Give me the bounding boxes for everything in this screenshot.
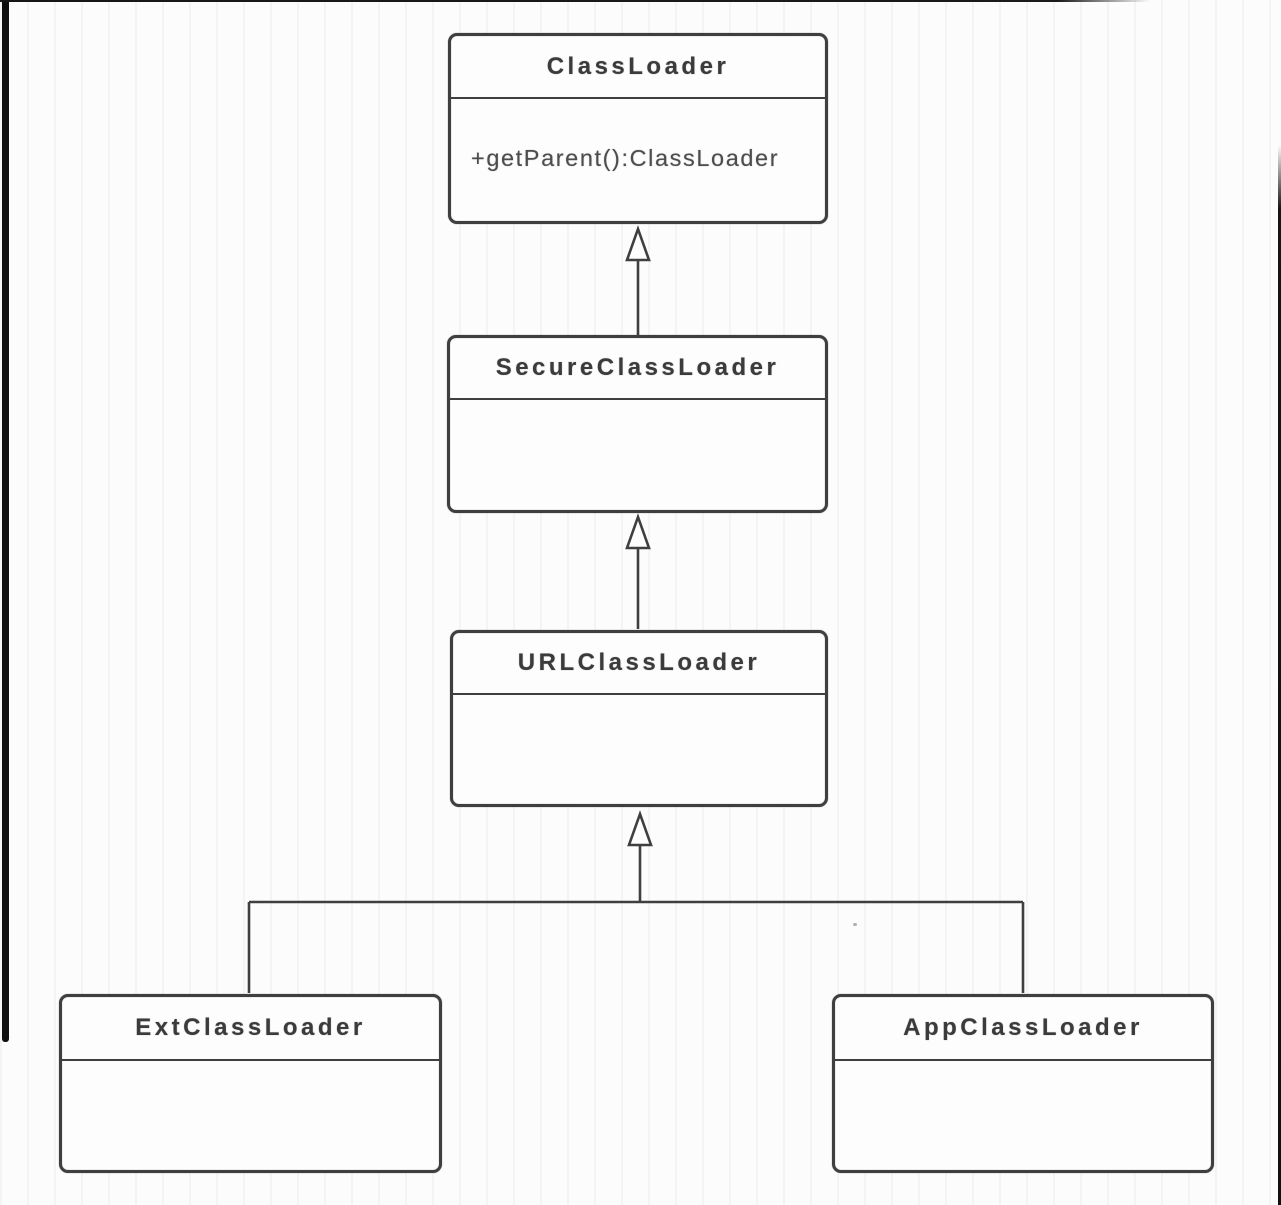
generalization-arrowhead-secure-to-classloader [625, 225, 651, 262]
class-box-classloader: ClassLoader +getParent():ClassLoader [448, 33, 828, 224]
generalization-arrowhead-url-to-secure [625, 513, 651, 550]
scan-edge-top-line [0, 0, 1150, 2]
generalization-arrowhead-branch-to-url [627, 810, 653, 847]
class-member-getparent: +getParent():ClassLoader [471, 145, 780, 171]
class-name-classloader: ClassLoader [546, 52, 730, 80]
scan-speck [853, 923, 857, 926]
class-header-secureclassloader: SecureClassLoader [450, 338, 825, 400]
class-name-appclassloader: AppClassLoader [903, 1014, 1143, 1041]
class-box-urlclassloader: URLClassLoader [450, 630, 828, 807]
class-box-extclassloader: ExtClassLoader [59, 994, 442, 1173]
class-box-appclassloader: AppClassLoader [832, 994, 1214, 1173]
class-name-extclassloader: ExtClassLoader [135, 1014, 366, 1041]
scan-edge-left-strip [2, 0, 9, 1042]
class-header-extclassloader: ExtClassLoader [62, 997, 439, 1061]
class-name-urlclassloader: URLClassLoader [517, 649, 761, 676]
class-header-classloader: ClassLoader [451, 36, 825, 99]
class-header-urlclassloader: URLClassLoader [453, 633, 825, 695]
class-name-secureclassloader: SecureClassLoader [495, 354, 780, 381]
class-box-secureclassloader: SecureClassLoader [447, 335, 828, 513]
scan-edge-right-line [1278, 145, 1281, 1205]
class-header-appclassloader: AppClassLoader [835, 997, 1211, 1061]
